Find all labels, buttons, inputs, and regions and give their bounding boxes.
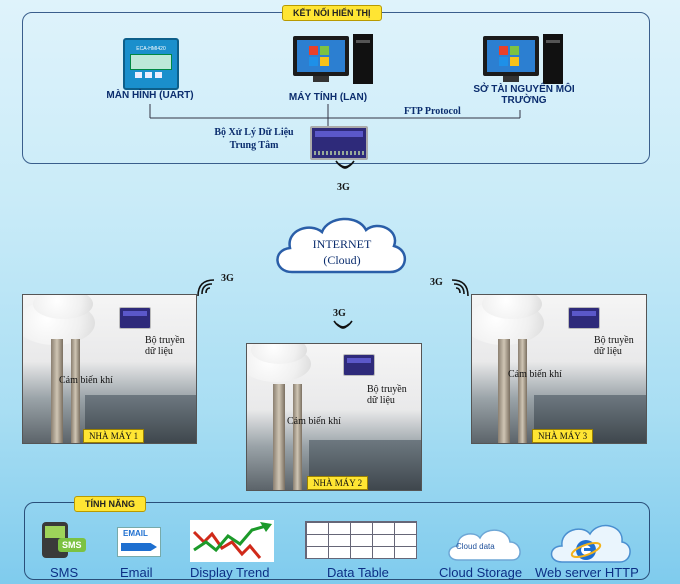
factory-1-transmitter-label: Bộ truyền dữ liệu bbox=[145, 335, 185, 357]
trend-chart-icon bbox=[190, 520, 274, 562]
processor-label: Bộ Xử Lý Dữ Liệu Trung Tâm bbox=[214, 127, 294, 151]
sms-icon-text: SMS bbox=[58, 538, 86, 552]
factory-2-transmitter-label: Bộ truyền dữ liệu bbox=[367, 384, 407, 406]
factory-2-label: NHÀ MÁY 2 bbox=[307, 476, 369, 490]
g3-right-label: 3G bbox=[430, 277, 443, 288]
g3-center-label: 3G bbox=[333, 308, 346, 319]
g3-left-label: 3G bbox=[221, 273, 234, 284]
feature-sms-label: SMS bbox=[50, 565, 79, 580]
feature-data-table-label: Data Table bbox=[327, 565, 389, 580]
feature-web-server-label: Web server HTTP bbox=[535, 565, 639, 580]
internet-label: INTERNET bbox=[312, 237, 372, 251]
ministry-computer-icon bbox=[483, 34, 563, 84]
features-title: TÍNH NĂNG bbox=[74, 496, 146, 512]
ftp-protocol-label: FTP Protocol bbox=[404, 106, 461, 117]
sms-icon: SMS bbox=[40, 520, 86, 560]
factory-1: Bộ truyền dữ liệu Cảm biến khí NHÀ MÁY 1 bbox=[22, 294, 197, 444]
feature-cloud-storage-label: Cloud Storage bbox=[439, 565, 523, 580]
computer-icon bbox=[293, 34, 373, 84]
factory-3-transmitter-label: Bộ truyền dữ liệu bbox=[594, 335, 634, 357]
factory-1-sensor-label: Cảm biến khí bbox=[59, 375, 113, 386]
feature-email-label: Email bbox=[120, 565, 153, 580]
factory-1-label: NHÀ MÁY 1 bbox=[83, 429, 145, 443]
internet-cloud-icon bbox=[276, 217, 406, 274]
g3-top-label: 3G bbox=[337, 182, 350, 193]
wifi-signal-icon-left bbox=[197, 279, 215, 297]
transmitter-device-1 bbox=[119, 307, 151, 329]
display-uart-label: MÀN HÌNH (UART) bbox=[106, 90, 194, 101]
data-table-icon bbox=[305, 521, 417, 559]
web-server-icon bbox=[550, 524, 631, 563]
transmitter-device-3 bbox=[568, 307, 600, 329]
features-panel bbox=[24, 502, 650, 580]
wifi-signal-icon-right bbox=[451, 279, 469, 297]
wifi-signal-icon-top bbox=[335, 160, 355, 169]
computer-lan-label: MÁY TÍNH (LAN) bbox=[288, 92, 368, 103]
processor-device-icon bbox=[310, 126, 368, 160]
cloud-storage-icon bbox=[448, 529, 521, 561]
feature-display-trend-label: Display Trend bbox=[190, 565, 270, 580]
ministry-label: SỞ TÀI NGUYÊN MÔI TRƯỜNG bbox=[473, 84, 575, 106]
wifi-signal-icon-center bbox=[333, 320, 353, 329]
factory-2-sensor-label: Cảm biến khí bbox=[287, 416, 341, 427]
factory-3: Bộ truyền dữ liệu Cảm biến khí NHÀ MÁY 3 bbox=[471, 294, 647, 444]
email-icon-text: EMAIL bbox=[123, 529, 148, 538]
factory-3-label: NHÀ MÁY 3 bbox=[532, 429, 594, 443]
cloud-label: (Cloud) bbox=[323, 253, 361, 267]
display-connection-title: KẾT NỐI HIỂN THỊ bbox=[282, 5, 382, 21]
transmitter-device-2 bbox=[343, 354, 375, 376]
email-icon: EMAIL bbox=[115, 521, 163, 559]
hmi-display-icon: ECA-HMI420 bbox=[123, 38, 179, 90]
top-connection-lines bbox=[149, 104, 521, 126]
factory-2: Bộ truyền dữ liệu Cảm biến khí NHÀ MÁY 2 bbox=[246, 343, 422, 491]
cloud-icon-text: Cloud data bbox=[456, 542, 495, 551]
factory-3-sensor-label: Cảm biến khí bbox=[508, 369, 562, 380]
hmi-model-label: ECA-HMI420 bbox=[136, 46, 166, 52]
